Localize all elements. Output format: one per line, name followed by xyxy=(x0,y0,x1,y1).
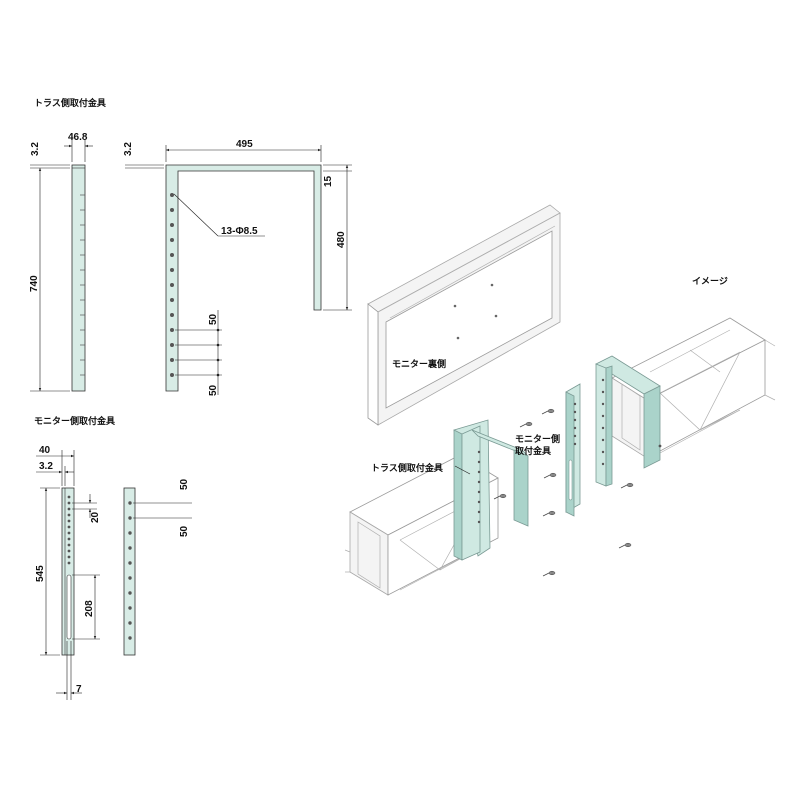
dim-monitor-pitch-lower: 50 xyxy=(179,525,190,537)
label-monitor-bracket-line1: モニター側 xyxy=(515,433,560,445)
truss-side-bracket-left: トラス側取付金具 xyxy=(371,419,529,561)
label-monitor-bracket-line2: 取付金具 xyxy=(515,445,551,457)
image-title: イメージ xyxy=(692,276,728,287)
label-monitor-back: モニター裏側 xyxy=(392,358,446,370)
monitor-illustration: モニター裏側 xyxy=(367,204,561,426)
dim-monitor-slot-length: 208 xyxy=(84,600,95,617)
dim-truss-pitch-upper: 50 xyxy=(208,313,219,325)
dim-monitor-width: 40 xyxy=(39,445,51,456)
monitor-bracket-side-view: 40 3.2 545 20 208 7 xyxy=(35,445,101,700)
dim-monitor-slot-width: 7 xyxy=(76,684,82,695)
dim-truss-thickness: 3.2 xyxy=(30,142,41,156)
bolts xyxy=(493,408,634,577)
dim-truss-arm-length: 495 xyxy=(236,139,253,150)
monitor-bracket-front-view: 50 50 xyxy=(123,478,192,656)
dim-truss-length: 740 xyxy=(29,275,40,292)
truss-bracket-title: トラス側取付金具 xyxy=(34,97,106,109)
label-truss-bracket: トラス側取付金具 xyxy=(371,462,443,474)
dim-monitor-hole-pitch: 20 xyxy=(90,511,101,523)
dim-truss-holes: 13-Φ8.5 xyxy=(221,226,258,237)
dim-monitor-thickness: 3.2 xyxy=(39,461,53,472)
monitor-side-bracket: モニター側 取付金具 xyxy=(515,383,581,517)
truss-bracket-side-view: 46.8 3.2 740 xyxy=(29,132,93,392)
dim-truss-drop-length: 480 xyxy=(336,231,347,248)
dim-truss-flange-thickness: 3.2 xyxy=(123,142,134,156)
dim-monitor-pitch-upper: 50 xyxy=(179,478,190,490)
truss-side-bracket-right xyxy=(595,355,662,487)
dim-truss-pitch-lower: 50 xyxy=(208,384,219,396)
dim-monitor-length: 545 xyxy=(35,565,46,582)
dim-truss-width: 46.8 xyxy=(68,132,88,143)
dim-truss-flange-width: 15 xyxy=(323,175,334,187)
truss-bracket-front-view: 3.2 495 15 480 13-Φ8.5 50 50 xyxy=(123,139,352,396)
monitor-bracket-title: モニター側取付金具 xyxy=(34,415,115,427)
